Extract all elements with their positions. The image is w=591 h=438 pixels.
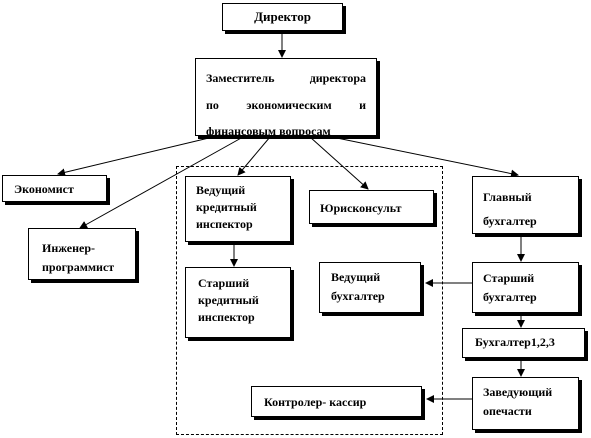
senior-credit-inspector-box: Старший кредитный инспектор xyxy=(185,267,291,338)
economist-label: Экономист xyxy=(14,182,74,196)
engineer-programmer-box: Инженер- программист xyxy=(28,228,136,280)
deputy-word: Заместитель xyxy=(206,71,275,85)
deputy-line-2: по экономическим и xyxy=(206,92,366,119)
edge-deputy-economist xyxy=(57,136,214,177)
head-of-operations-label-line-1: Заведующий xyxy=(483,385,553,399)
deputy-line-1: Заместитель директора xyxy=(206,65,366,92)
chief-accountant-box: Главный бухгалтер xyxy=(472,176,579,234)
deputy-word: экономическим xyxy=(246,98,332,112)
lead-credit-label-line-3: инспектор xyxy=(196,217,253,231)
controller-cashier-box: Контролер- кассир xyxy=(251,386,422,417)
senior-accountant-label-line-2: бухгалтер xyxy=(483,290,537,304)
economist-box: Экономист xyxy=(2,175,107,202)
lead-credit-label-line-1: Ведущий xyxy=(196,183,246,197)
senior-accountant-label-line-1: Старший xyxy=(483,271,535,285)
lead-accountant-label-line-2: бухгалтер xyxy=(331,289,385,303)
senior-accountant-box: Старший бухгалтер xyxy=(472,262,579,313)
lead-accountant-label-line-1: Ведущий xyxy=(331,270,381,284)
accountants-123-box: Бухгалтер1,2,3 xyxy=(462,328,585,358)
chief-accountant-label-line-1: Главный xyxy=(483,190,532,204)
deputy-line-3: финансовым вопросам xyxy=(206,124,331,138)
head-of-operations-label-line-2: опечасти xyxy=(483,404,532,418)
department-dashed-group xyxy=(176,166,443,435)
lead-accountant-box: Ведущий бухгалтер xyxy=(319,262,421,313)
legal-adviser-box: Юрисконсульт xyxy=(309,190,434,224)
edge-deputy-chief xyxy=(331,136,519,178)
senior-credit-label-line-2: кредитный xyxy=(198,293,259,307)
edge-deputy-legal xyxy=(309,136,369,190)
deputy-word: директора xyxy=(309,71,366,85)
lead-credit-inspector-box: Ведущий кредитный инспектор xyxy=(185,176,291,242)
controller-cashier-label: Контролер- кассир xyxy=(264,395,367,409)
accountants-123-label: Бухгалтер1,2,3 xyxy=(475,335,555,349)
deputy-word: по xyxy=(206,98,219,112)
engineer-label-line-2: программист xyxy=(42,260,115,274)
director-box: Директор xyxy=(222,3,343,31)
lead-credit-label-line-2: кредитный xyxy=(196,200,257,214)
legal-adviser-label: Юрисконсульт xyxy=(320,201,402,215)
engineer-label-line-1: Инженер- xyxy=(42,241,96,255)
edge-deputy-engineer xyxy=(79,136,244,229)
edge-deputy-lead-credit xyxy=(237,136,271,176)
senior-credit-label-line-1: Старший xyxy=(198,276,250,290)
senior-credit-label-line-3: инспектор xyxy=(198,310,255,324)
deputy-word: и xyxy=(359,98,366,112)
director-label: Директор xyxy=(254,9,311,24)
chief-accountant-label-line-2: бухгалтер xyxy=(483,214,537,228)
head-of-operations-box: Заведующий опечасти xyxy=(472,377,579,430)
deputy-director-box: Заместитель директора по экономическим и… xyxy=(195,58,377,138)
